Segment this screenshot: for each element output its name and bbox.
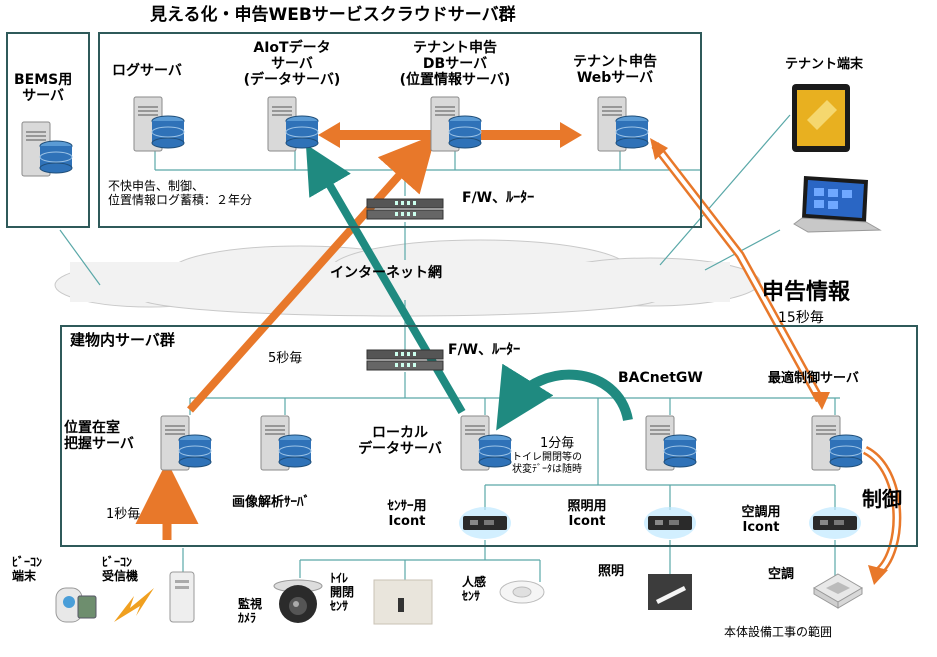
motion-sensor-icon <box>499 580 545 604</box>
server-icon <box>645 415 697 471</box>
building-server-frame <box>60 325 918 547</box>
server-icon <box>430 96 482 152</box>
image-analysis-server-label: 画像解析ｻｰﾊﾞ <box>232 495 311 510</box>
icont-device-icon <box>459 507 511 539</box>
lightning-icon <box>114 588 154 622</box>
firewall-label-top: F/W、ﾙｰﾀｰ <box>462 190 535 206</box>
bacnet-gw-label: BACnetGW <box>618 370 703 386</box>
location-server-label: 位置在室 把握サーバ <box>64 420 134 453</box>
internet-cloud <box>54 239 761 317</box>
laptop-icon <box>793 176 882 233</box>
sensor-icont-label: ｾﾝｻｰ用 Icont <box>387 499 427 529</box>
beacon-receiver-icon <box>169 571 195 623</box>
tablet-icon <box>792 84 850 152</box>
camera-icon <box>273 579 323 623</box>
router-icon <box>366 349 444 371</box>
aircon-icont-label: 空調用 Icont <box>741 505 781 535</box>
lighting-label: 照明 <box>598 564 625 579</box>
tenant-terminal-label: テナント端末 <box>785 57 864 72</box>
report-info-label: 申告情報 <box>762 280 851 305</box>
interval-5s: 5秒毎 <box>268 351 303 366</box>
interval-1s: 1秒毎 <box>106 507 141 522</box>
aiot-server-label: AIoTデータ サーバ (データサーバ) <box>243 40 341 89</box>
cloud-server-frame <box>98 32 702 228</box>
motion-sensor-label: 人感 ｾﾝｻ <box>462 575 487 603</box>
scope-note: 本体設備工事の範囲 <box>724 625 833 639</box>
log-server-label: ログサーバ <box>112 63 182 79</box>
beacon-terminal-icon <box>55 587 97 623</box>
log-retention-note: 不快申告、制御、 位置情報ログ蓄積：２年分 <box>108 179 253 207</box>
optimal-control-server-label: 最適制御サーバ <box>768 371 859 386</box>
control-label: 制御 <box>862 487 902 511</box>
icont-device-icon <box>644 507 696 539</box>
ceiling-light-icon <box>648 574 692 610</box>
bems-frame <box>6 32 90 228</box>
interval-15s: 15秒毎 <box>778 310 824 326</box>
server-icon <box>21 121 73 177</box>
server-icon <box>267 96 319 152</box>
aircon-label: 空調 <box>768 567 795 582</box>
server-icon <box>160 415 212 471</box>
local-data-server-label: ローカル データサーバ <box>358 425 442 458</box>
beacon-receiver-label: ﾋﾞｰｺﾝ 受信機 <box>102 555 139 583</box>
icont-device-icon <box>809 507 861 539</box>
building-group-label: 建物内サーバ群 <box>70 331 175 349</box>
teal-arrow-local <box>305 144 466 415</box>
orange-arrow-location <box>187 134 436 413</box>
firewall-label-mid: F/W、ﾙｰﾀｰ <box>448 342 521 358</box>
aircon-icon <box>813 573 863 609</box>
toilet-sensor-label: ﾄｲﾚ 開閉 ｾﾝｻ <box>330 571 355 613</box>
toilet-sensor-icon <box>373 579 433 625</box>
toilet-event-note: トイレ開閉等の 状変ﾃﾞｰﾀは随時 <box>512 452 582 475</box>
internet-label: インターネット網 <box>330 265 442 281</box>
lighting-icont-label: 照明用 Icont <box>567 499 607 529</box>
server-icon <box>460 415 512 471</box>
bacnet-curve-arrow <box>496 363 633 431</box>
server-icon <box>597 96 649 152</box>
control-arrow <box>862 445 902 585</box>
beacon-terminal-label: ﾋﾞｰｺﾝ 端末 <box>12 555 43 583</box>
report-arrow <box>650 138 830 410</box>
bems-server-label: BEMS用 サーバ <box>14 72 73 105</box>
server-icon <box>133 96 185 152</box>
tenant-web-server-label: テナント申告 Webサーバ <box>573 54 657 87</box>
router-icon <box>366 198 444 220</box>
server-icon <box>260 415 312 471</box>
server-icon <box>811 415 863 471</box>
camera-label: 監視 ｶﾒﾗ <box>238 597 263 625</box>
interval-1m: 1分毎 <box>540 436 575 451</box>
tenant-db-server-label: テナント申告 DBサーバ (位置情報サーバ) <box>399 40 511 89</box>
page-title: 見える化・申告WEBサービスクラウドサーバ群 <box>150 5 516 25</box>
